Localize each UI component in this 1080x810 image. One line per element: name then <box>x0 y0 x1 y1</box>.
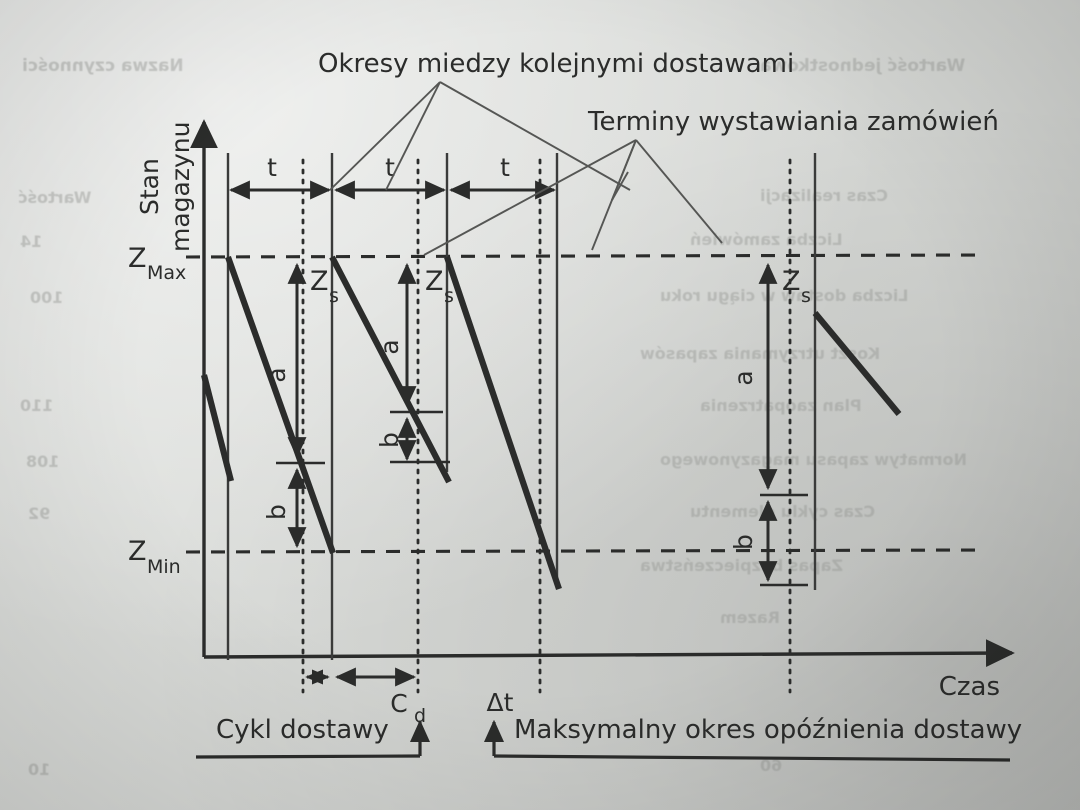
measure-set-3 <box>758 262 808 587</box>
y-axis-label: Stan magazynu <box>135 122 195 252</box>
period-label-1: t <box>267 153 277 182</box>
a-label-2: a <box>375 339 404 354</box>
level-lines-group <box>185 253 981 554</box>
zs-label-1-sub: s <box>329 285 339 307</box>
measure-set-1 <box>276 262 325 549</box>
cd-label-main: C <box>390 689 407 718</box>
zs-label-3-sub: s <box>801 285 811 307</box>
zmax-label-sub: Max <box>147 262 186 284</box>
period-label-2: t <box>385 153 395 182</box>
stock-segment-2 <box>329 255 452 484</box>
zs-label-2-main: Z <box>425 266 444 297</box>
zmax-label-main: Z <box>128 243 147 274</box>
leader-orders-e <box>611 171 629 201</box>
a-label-3: a <box>729 370 758 385</box>
leader-periods-b <box>385 81 441 191</box>
zmin-label: Z Min <box>128 536 181 578</box>
zs-label-1: Z s <box>310 266 339 307</box>
y-axis-label-line1: Stan <box>135 158 164 215</box>
period-label-3: t <box>500 153 510 182</box>
x-axis <box>203 639 1015 668</box>
leader-periods-a <box>329 81 441 191</box>
zs-label-2: Z s <box>425 266 454 307</box>
stock-level-curve <box>200 255 902 590</box>
callout-periods-between-deliveries: Okresy miedzy kolejnymi dostawami <box>318 49 794 79</box>
zmax-level-line <box>185 253 981 259</box>
leader-orders-a <box>423 139 637 256</box>
delta-t-label: Δt <box>487 688 514 717</box>
leader-orders-c <box>611 139 637 201</box>
zmax-label: Z Max <box>128 243 186 284</box>
y-axis-label-line2: magazynu <box>166 122 195 252</box>
legend-max-delay-period: Maksymalny okres opóźnienia dostawy <box>514 715 1022 745</box>
legend-rule-right <box>493 754 1011 762</box>
zmin-label-sub: Min <box>147 556 181 578</box>
zs-label-2-sub: s <box>444 285 454 307</box>
leader-periods-c <box>439 81 631 191</box>
callout-leaders <box>329 81 723 256</box>
stock-segment-4 <box>812 311 902 416</box>
b-label-1: b <box>262 504 291 520</box>
b-label-2: b <box>375 432 404 448</box>
leader-orders-d <box>635 139 723 244</box>
stock-segment-1 <box>225 255 336 555</box>
measure-set-2 <box>390 262 450 464</box>
x-axis-label: Czas <box>939 672 1000 702</box>
stock-segment-0 <box>200 374 235 482</box>
b-label-3: b <box>729 534 758 550</box>
a-label-1: a <box>262 367 291 382</box>
bottom-legend-group <box>195 719 1011 762</box>
zs-label-1-main: Z <box>310 266 329 297</box>
zs-label-3-main: Z <box>782 266 801 297</box>
zs-label-3: Z s <box>782 266 811 307</box>
legend-delivery-cycle: Cykl dostawy <box>216 715 389 745</box>
order-date-dotted-lines <box>301 158 792 694</box>
zmin-label-main: Z <box>128 536 147 567</box>
legend-rule-left <box>195 754 421 759</box>
delivery-vertical-lines <box>226 153 817 660</box>
axes-group <box>190 119 1015 668</box>
callout-order-issue-dates: Terminy wystawiania zamówień <box>587 107 999 137</box>
cd-label: C d <box>390 689 426 727</box>
stock-segment-3 <box>444 256 562 590</box>
zmin-level-line <box>185 548 981 554</box>
